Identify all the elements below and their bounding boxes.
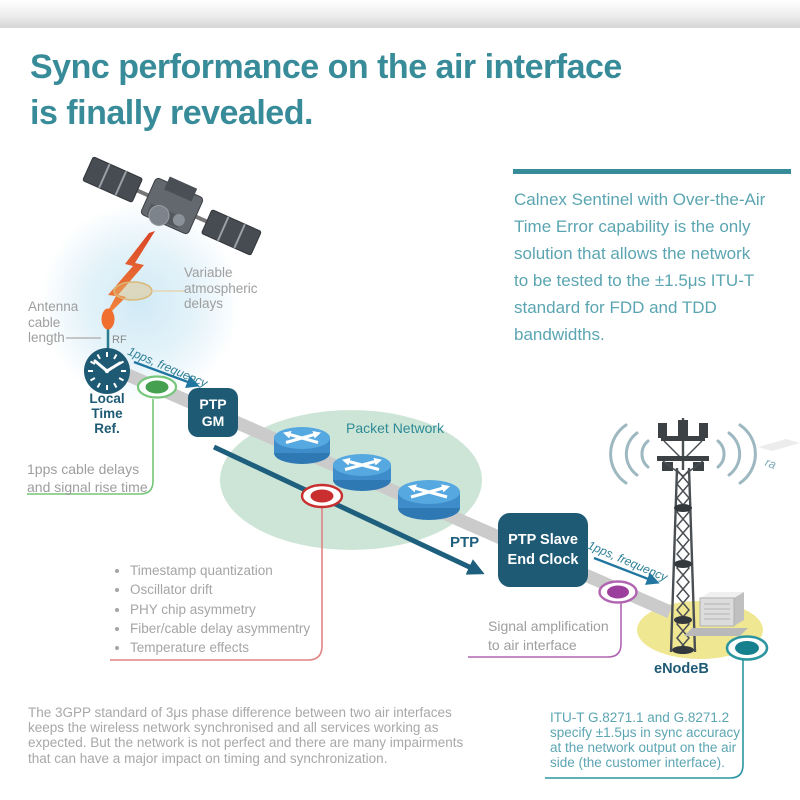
local-time-ref-label: Local Time Ref. <box>89 391 125 436</box>
impairment-item: Timestamp quantization <box>130 561 310 580</box>
green-callout-line <box>27 399 154 495</box>
teal-callout-line <box>545 660 744 779</box>
equipment-cabinet-icon <box>684 592 748 636</box>
page-title: Sync performance on the air interface is… <box>30 48 622 132</box>
radio-waves-icon <box>609 423 757 485</box>
router-icon <box>398 480 460 520</box>
impairments-list: Timestamp quantization Oscillator drift … <box>112 561 310 657</box>
cell-tower-icon <box>657 418 709 654</box>
purple-callout-line <box>468 603 622 658</box>
pps-cable-delays-label: 1pps cable delays and signal rise time <box>27 461 148 495</box>
impairment-item: PHY chip asymmetry <box>130 600 310 619</box>
measurement-point-red <box>300 483 344 509</box>
info-rule <box>513 169 791 174</box>
atmospheric-delay-highlight <box>113 281 153 301</box>
info-text: Calnex Sentinel with Over-the-Air Time E… <box>514 190 766 344</box>
impairment-item: Oscillator drift <box>130 580 310 599</box>
pps-frequency-arrow-2 <box>593 556 660 585</box>
impairment-item: Fiber/cable delay asymmentry <box>130 619 310 638</box>
packet-network-label: Packet Network <box>346 420 445 436</box>
gpp-standard-note: The 3GPP standard of 3μs phase differenc… <box>28 705 464 766</box>
red-callout-line <box>110 508 323 661</box>
ptp-arrow <box>212 444 485 575</box>
ptp-label: PTP <box>450 534 480 551</box>
variable-atmospheric-delays-label: Variable atmospheric delays <box>184 265 258 311</box>
ptp-gm-box: PTP GM <box>188 388 238 437</box>
impairment-item: Temperature effects <box>130 638 310 657</box>
sky-glow <box>40 203 240 403</box>
satellite-icon <box>82 156 262 256</box>
router-icon <box>333 454 391 491</box>
clock-icon <box>84 348 130 394</box>
rf-label: RF <box>112 334 127 346</box>
lightning-bolt-icon <box>103 231 155 320</box>
measurement-point-purple <box>598 580 638 604</box>
signal-amplification-label: Signal amplification to air interface <box>488 618 609 653</box>
enodeb-label: eNodeB <box>654 661 709 677</box>
pps-frequency-arrow-1 <box>133 360 200 388</box>
measurement-point-teal <box>725 635 769 661</box>
measurement-point-green <box>136 375 178 399</box>
header-shadow <box>0 0 800 28</box>
antenna-cable-length-label: Antenna cable length <box>28 299 79 345</box>
itu-standard-note: ITU-T G.8271.1 and G.8271.2 specify ±1.5… <box>550 710 741 770</box>
ptp-slave-end-clock-box: PTP Slave End Clock <box>498 513 588 587</box>
edge-device-icon <box>758 439 800 451</box>
router-icon <box>274 427 330 464</box>
